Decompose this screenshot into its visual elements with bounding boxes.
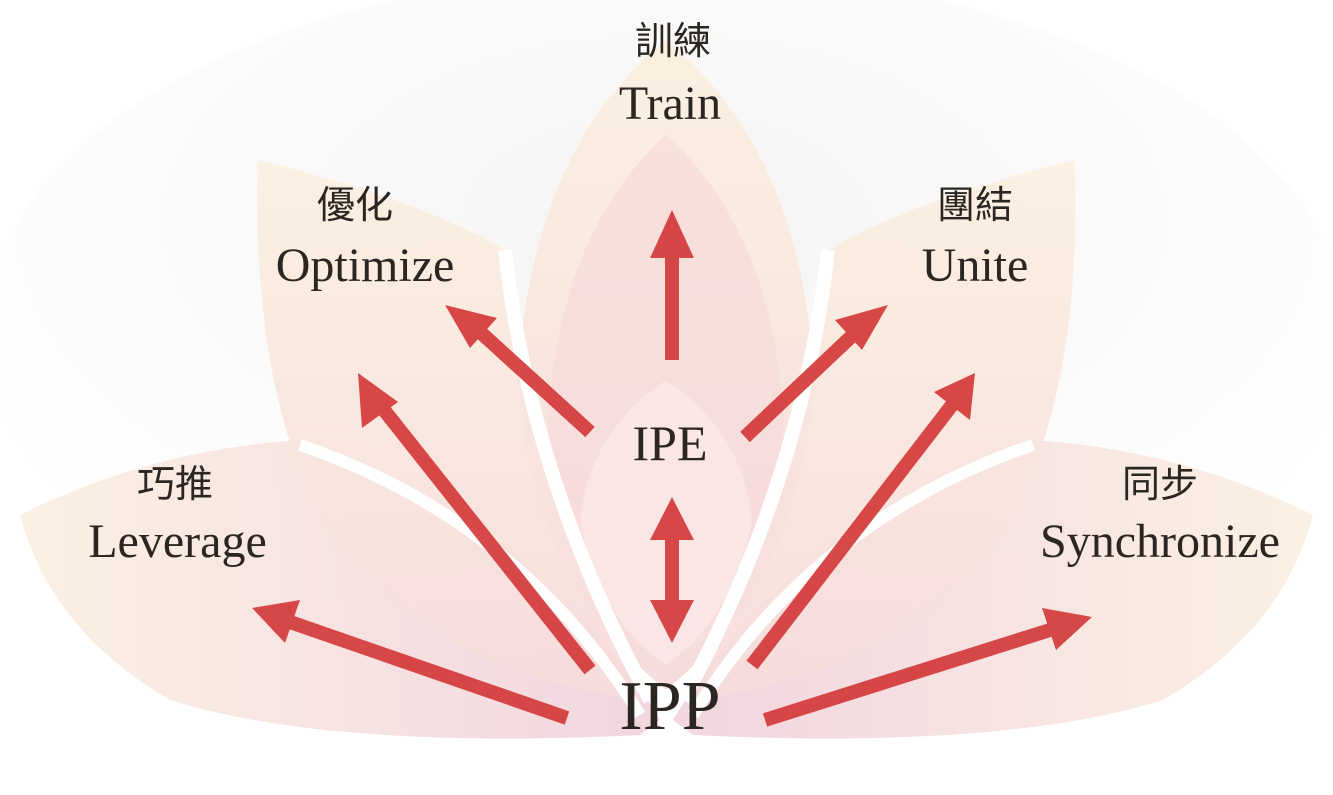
node-ipe: IPE [632,415,708,471]
arrow-ipe-optimize [445,305,595,438]
label-train-en: Train [618,77,722,130]
arrow-ipe-unite [740,305,888,443]
label-train-zh: 訓練 [634,19,711,63]
petal-unite [693,160,1076,700]
label-optimize-en: Optimize [275,239,455,292]
label-unite-en: Unite [921,239,1029,292]
petal-separator [498,249,657,704]
label-synchronize-en: Synchronize [1040,515,1280,568]
petal-synchronize [673,440,1313,739]
arrow-ipp-ipe-bidirectional [650,497,694,643]
label-leverage-zh: 巧推 [136,462,213,506]
label-unite-zh: 團結 [936,183,1013,227]
arrow-ipp-optimize [358,373,596,675]
arrow-ipp-unite [746,373,975,670]
label-optimize-zh: 優化 [316,183,393,227]
label-synchronize-zh: 同步 [1121,462,1198,506]
petal-optimize [257,160,640,700]
arrow-ipe-train [650,210,694,360]
petal-separator [676,249,835,704]
node-ipp: IPP [619,668,721,745]
arrow-ipp-synchronize [762,608,1092,727]
label-leverage-en: Leverage [88,515,267,568]
arrow-ipp-leverage [252,600,570,725]
petal-leverage [20,440,660,739]
arrow-group [252,210,1092,727]
